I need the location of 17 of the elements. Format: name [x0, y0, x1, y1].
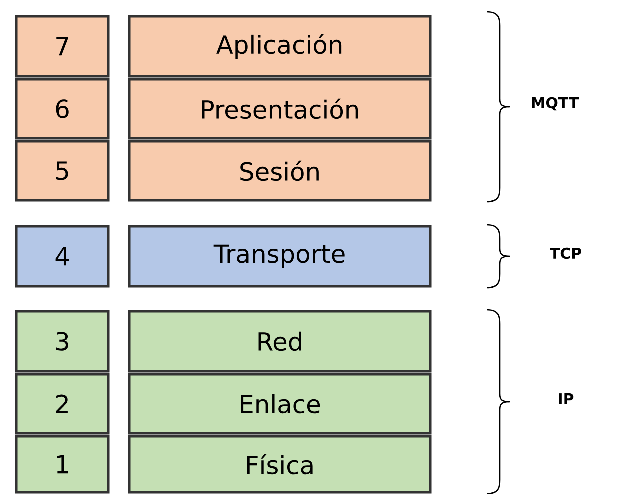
- protocol-label: IP: [559, 394, 574, 404]
- layer-name-box: Aplicación: [128, 15, 432, 78]
- layer-number-box: 1: [15, 435, 110, 494]
- layer-number-box: 5: [15, 140, 110, 202]
- layer-name-box: Red: [128, 310, 432, 373]
- layer-number-box: 6: [15, 78, 110, 140]
- layer-number-box: 2: [15, 373, 110, 435]
- layer-name-box: Enlace: [128, 373, 432, 435]
- layer-name-box: Sesión: [128, 140, 432, 202]
- layer-number-box: 7: [15, 15, 110, 78]
- layer-name-box: Presentación: [128, 78, 432, 140]
- layer-number-box: 4: [15, 225, 110, 288]
- protocol-label: TCP: [550, 248, 582, 260]
- layer-number-box: 3: [15, 310, 110, 373]
- protocol-label: MQTT: [532, 97, 580, 111]
- layer-name-box: Transporte: [128, 225, 432, 288]
- layer-name-box: Física: [128, 435, 432, 494]
